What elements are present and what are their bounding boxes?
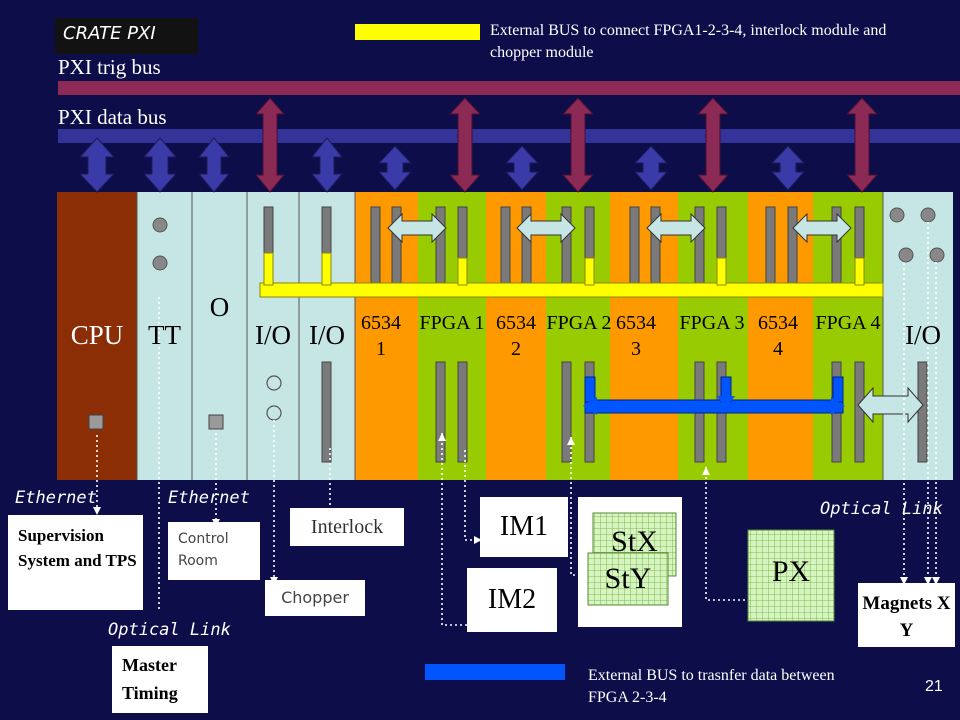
- interlock-box: Interlock: [290, 508, 404, 546]
- crate-label: CRATE PXI: [63, 23, 156, 44]
- stx-label: StX: [611, 525, 658, 558]
- im1-box: IM1: [480, 497, 568, 557]
- tt-label: TT: [148, 320, 181, 350]
- m6534-3-module: [610, 192, 678, 480]
- blue-bus-swatch: [425, 664, 565, 680]
- link-arrow-4: [792, 212, 852, 244]
- fpga3-trig-arrow: [696, 97, 730, 193]
- m6534-1-label: 6534 1: [361, 312, 401, 360]
- cpu-module: [57, 192, 137, 480]
- o-module: [192, 192, 247, 480]
- fpga2-label: FPGA 2: [546, 312, 612, 334]
- o-label: O: [209, 292, 230, 322]
- master-timing-box: Master Timing: [112, 646, 208, 713]
- data-bus-label: PXI data bus: [58, 105, 167, 129]
- o-bus-arrow: [197, 137, 231, 193]
- cpu-label: CPU: [70, 320, 124, 350]
- page-number: 21: [925, 678, 943, 695]
- m6534-1-module: [355, 192, 418, 480]
- control-room-box: Control Room: [168, 522, 260, 580]
- m6534-4-label: 6534 4: [758, 312, 798, 360]
- im2-box: IM2: [467, 568, 557, 632]
- link-arrow-3: [646, 212, 706, 244]
- sty-label: StY: [604, 562, 652, 595]
- fpga3-module: [678, 192, 748, 480]
- magnets-box: Magnets X Y: [858, 583, 955, 647]
- io3-label: I/O: [905, 320, 941, 350]
- m6534-2-label: 6534 2: [496, 312, 536, 360]
- optical-link-label-2: Optical Link: [820, 499, 943, 519]
- yellow-bus-swatch: [355, 24, 480, 40]
- io2-label: I/O: [309, 320, 345, 350]
- m6534-4-module: [748, 192, 813, 480]
- optical-link-label-1: Optical Link: [108, 620, 231, 640]
- blue-bus-legend-text: External BUS to trasnfer data between FP…: [588, 667, 835, 706]
- crate-label-bg: [55, 18, 198, 54]
- link-arrow-1: [387, 212, 447, 244]
- supervision-box: Supervision System and TPS: [8, 515, 143, 610]
- fpga2-trig-arrow: [561, 97, 595, 193]
- fpga3-label: FPGA 3: [679, 312, 745, 334]
- m6534-1-bus-arrow: [377, 145, 413, 191]
- cpu-bus-arrow: [78, 137, 116, 193]
- tt-bus-arrow: [142, 137, 178, 193]
- io1-label: I/O: [255, 320, 291, 350]
- link-arrow-2: [516, 212, 576, 244]
- fpga1-label: FPGA 1: [419, 312, 485, 334]
- m6534-3-bus-arrow: [633, 145, 669, 191]
- tt-module: [137, 192, 192, 480]
- px-label: PX: [771, 555, 811, 588]
- fpga4-module: [813, 192, 883, 480]
- fpga1-module: [418, 192, 486, 480]
- fpga2-module: [546, 192, 610, 480]
- fpga4-label: FPGA 4: [815, 312, 881, 334]
- link-arrow-io: [857, 386, 924, 424]
- fpga1-trig-arrow: [448, 97, 482, 193]
- chopper-box: Chopper: [265, 580, 365, 616]
- fpga4-trig-arrow: [845, 97, 879, 193]
- blue-bus: [584, 399, 844, 414]
- io1-trig-arrow: [254, 97, 286, 193]
- m6534-2-module: [486, 192, 546, 480]
- m6534-4-bus-arrow: [770, 145, 806, 191]
- yellow-bus-legend-text: External BUS to connect FPGA1-2-3-4, int…: [490, 22, 887, 61]
- m6534-2-bus-arrow: [504, 145, 540, 191]
- ethernet-link-label-2: Ethernet: [168, 488, 250, 508]
- trig-bus-label: PXI trig bus: [58, 55, 161, 79]
- trig-bus: [58, 81, 960, 95]
- io2-bus-arrow: [310, 137, 344, 193]
- ethernet-link-label-1: Ethernet: [15, 488, 97, 508]
- yellow-bus: [259, 282, 884, 298]
- data-bus: [58, 129, 960, 143]
- m6534-3-label: 6534 3: [616, 312, 656, 360]
